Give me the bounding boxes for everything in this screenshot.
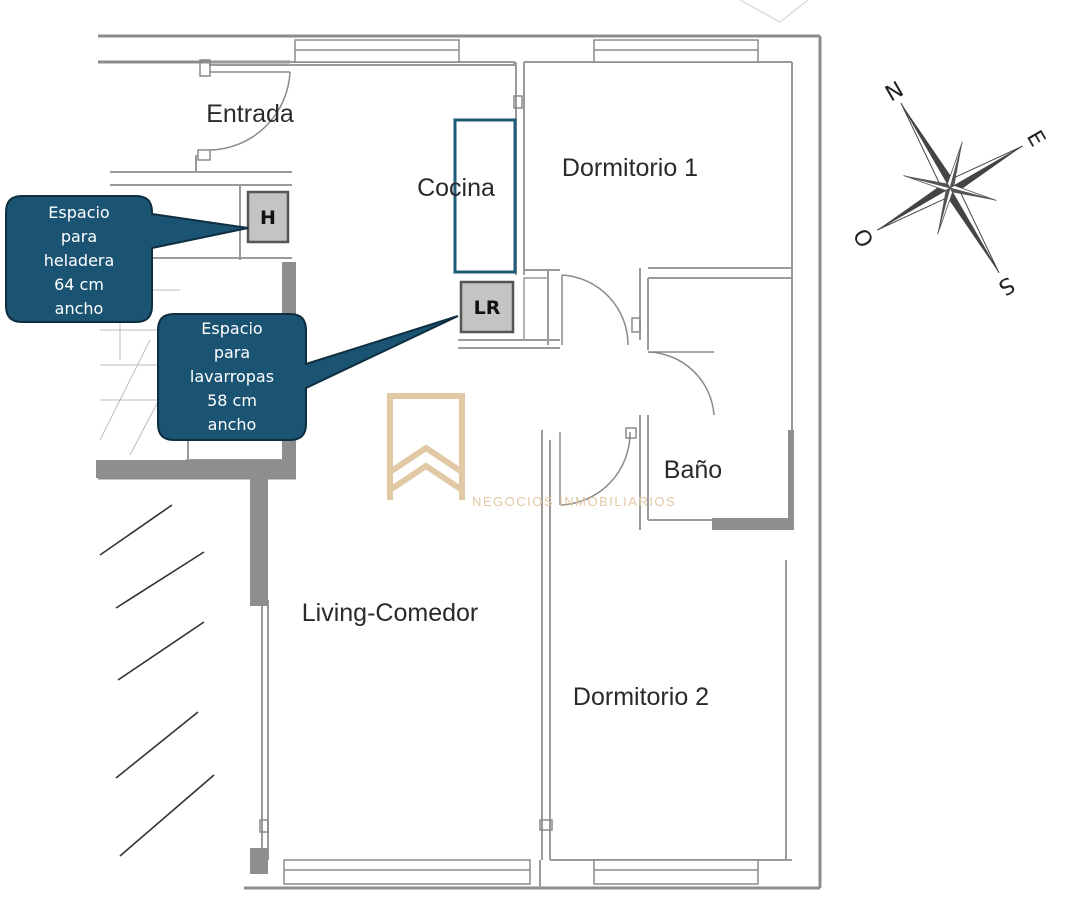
washer-callout-line-5: ancho (208, 415, 257, 434)
fridge-callout-line-3: heladera (44, 251, 115, 270)
room-label-living-comedor: Living-Comedor (302, 599, 478, 627)
washer-callout-line-3: lavarropas (190, 367, 274, 386)
room-label-bano: Baño (664, 456, 722, 484)
fridge-callout-line-1: Espacio (48, 203, 109, 222)
kitchen-cabinet (523, 277, 549, 341)
terrace-hatching (99, 504, 215, 857)
corner-decoration (739, 0, 809, 23)
compass-rose: N S E O (850, 77, 1050, 300)
windows (283, 39, 759, 885)
fridge-marker: H (246, 190, 290, 244)
fridge-callout-line-5: ancho (55, 299, 104, 318)
washer-marker: LR (459, 280, 515, 334)
room-label-dormitorio-1: Dormitorio 1 (562, 154, 698, 182)
compass-star-icon (877, 102, 1023, 274)
fridge-callout-line-2: para (61, 227, 97, 246)
watermark-text: NEGOCIOS INMOBILIARIOS (472, 494, 676, 509)
washer-callout-line-2: para (214, 343, 250, 362)
room-label-cocina: Cocina (417, 174, 495, 202)
washer-callout-line-4: 58 cm (207, 391, 257, 410)
washer-callout: Espacio para lavarropas 58 cm ancho (157, 313, 459, 441)
kitchen-counter (453, 118, 517, 274)
washer-label: LR (474, 297, 501, 319)
watermark-logo (387, 393, 465, 500)
fridge-label: H (260, 207, 276, 229)
compass-west: O (850, 223, 880, 251)
room-label-entrada: Entrada (206, 100, 294, 128)
compass-east: E (1021, 126, 1050, 151)
fridge-callout: Espacio para heladera 64 cm ancho (5, 195, 249, 323)
door-swings (197, 59, 715, 833)
compass-north: N (881, 77, 908, 107)
fridge-callout-line-4: 64 cm (54, 275, 104, 294)
washer-callout-line-1: Espacio (201, 319, 262, 338)
room-label-dormitorio-2: Dormitorio 2 (573, 683, 709, 711)
compass-south: S (994, 271, 1019, 300)
